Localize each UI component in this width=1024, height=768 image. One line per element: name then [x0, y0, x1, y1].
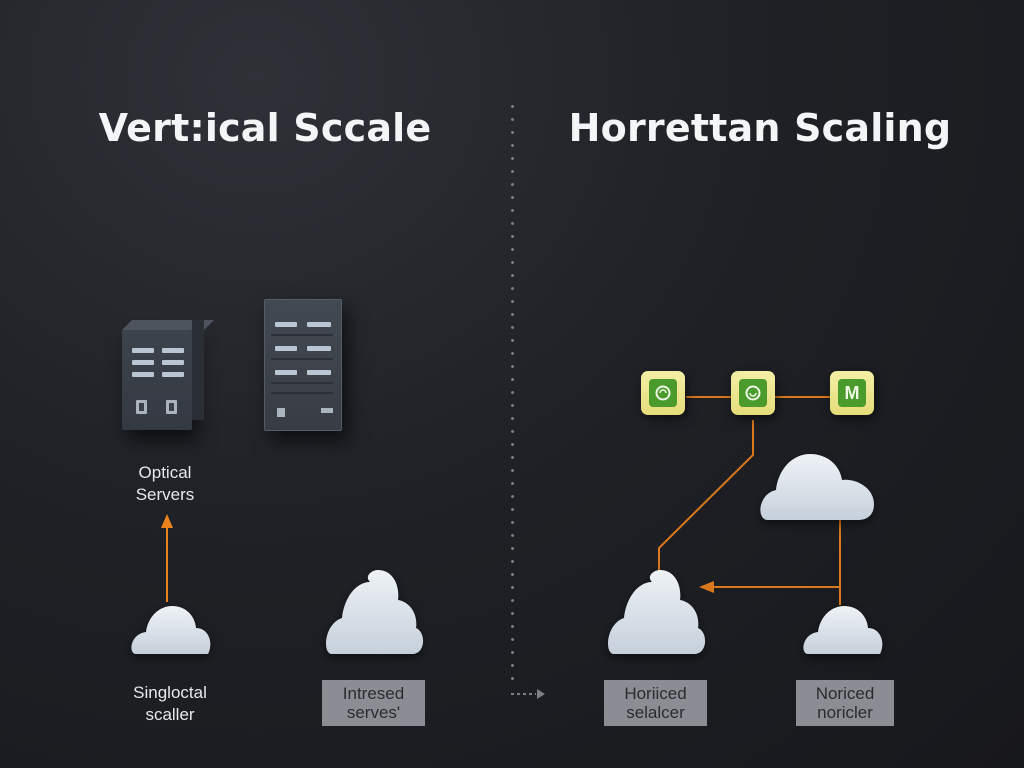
- return-arrow: [699, 581, 840, 593]
- optical-servers-label: Optical Servers: [135, 463, 195, 504]
- noriced-tag: Noriced noricler: [796, 680, 894, 726]
- scale-up-arrow: [161, 514, 173, 602]
- cloud-icon: [608, 570, 706, 654]
- ring-icon: [739, 379, 767, 407]
- bottom-dotted-arrow: [511, 689, 545, 699]
- singloctal-label: Singloctal scaller: [133, 683, 207, 724]
- cloud-icon: [803, 606, 883, 654]
- horizontal-scaling-heading: Horrettan Scaling: [568, 106, 952, 150]
- node-box: [641, 371, 685, 415]
- intresed-tag: Intresed serves': [322, 680, 425, 726]
- horiiced-tag: Horiiced selalcer: [604, 680, 707, 726]
- cloud-icon: [760, 454, 874, 520]
- node-box: [731, 371, 775, 415]
- vertical-scale-heading: Vert:ical Sccale: [98, 106, 432, 150]
- ring-icon: [649, 379, 677, 407]
- node-box: M: [830, 371, 874, 415]
- cloud-icon: [131, 606, 211, 654]
- rack-server-icon: [264, 299, 342, 431]
- dotted-divider: [511, 100, 514, 680]
- cloud-icon: [326, 570, 424, 654]
- m-icon: M: [838, 379, 866, 407]
- server-icon: [122, 320, 214, 430]
- node-to-cloud-line: [658, 420, 754, 572]
